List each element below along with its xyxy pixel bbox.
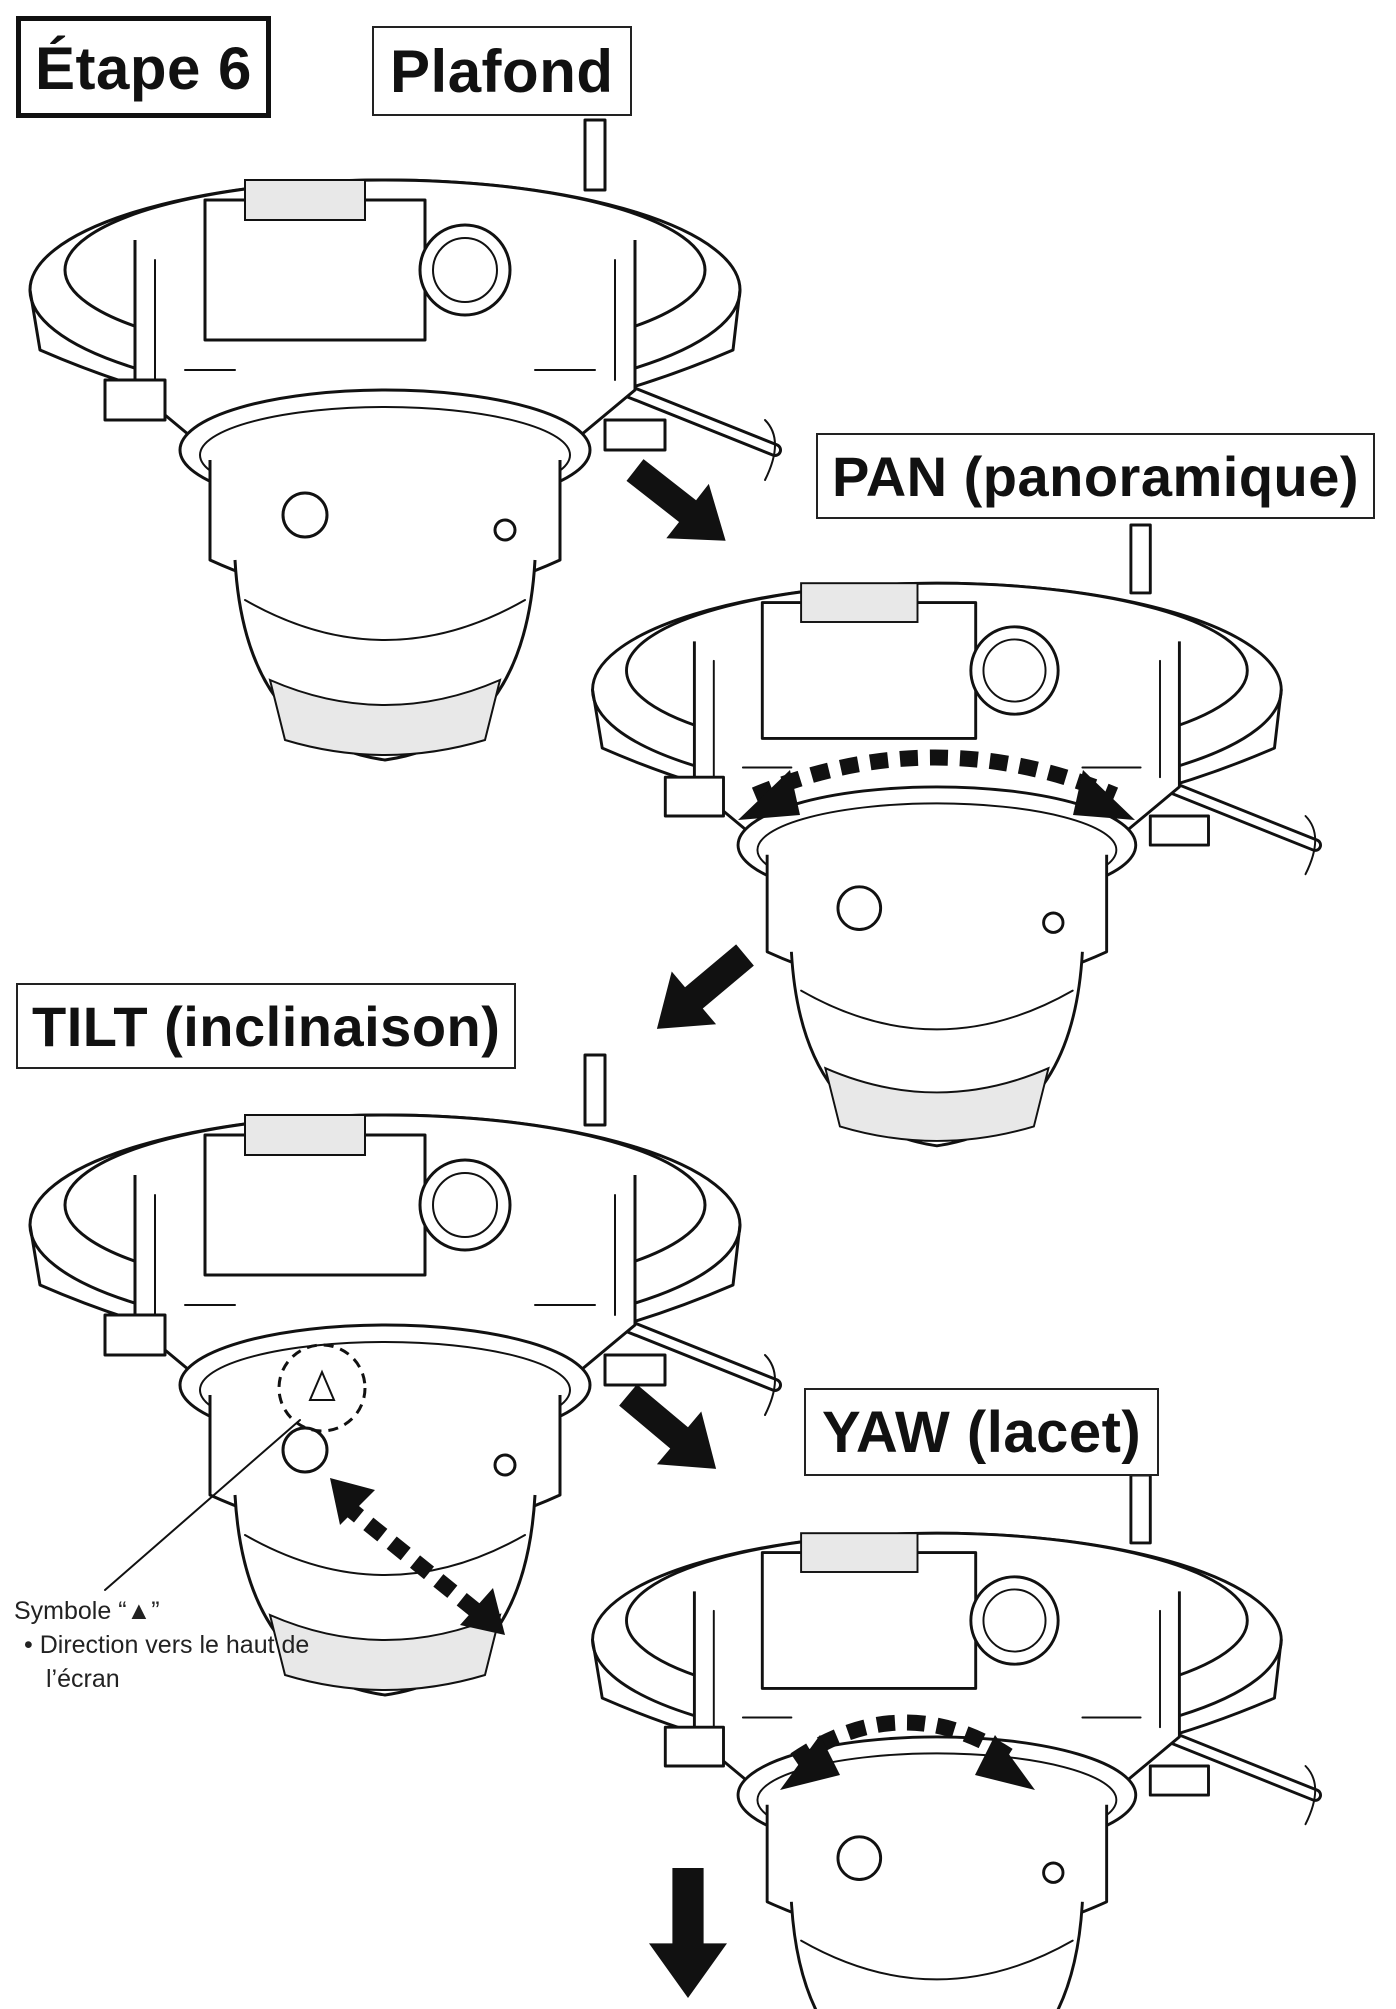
step-label: Étape 6: [16, 16, 271, 118]
symbol-note-line1: • Direction vers le haut de: [14, 1628, 309, 1662]
bullet: •: [24, 1631, 33, 1659]
symbol-note: Symbole “▲” • Direction vers le haut de …: [14, 1594, 309, 1696]
yaw-double-arrow-icon: [780, 1714, 1035, 1790]
tilt-label: TILT (inclinaison): [16, 983, 517, 1069]
pan-label: PAN (panoramique): [816, 433, 1376, 519]
symbol-note-line2: l’écran: [46, 1665, 120, 1693]
tilt-double-arrow-icon: [330, 1478, 505, 1635]
arrow-down-icon: [649, 1868, 727, 1998]
ceiling-label: Plafond: [372, 26, 632, 116]
symbol-note-line1-text: Direction vers le haut de: [39, 1631, 310, 1659]
arrow-down-left-icon: [634, 928, 768, 1056]
arrow-down-right-icon: [605, 1368, 739, 1496]
camera-pan-view: [593, 525, 1316, 1146]
yaw-label: YAW (lacet): [804, 1388, 1160, 1476]
arrow-down-right-icon: [613, 442, 747, 568]
triangle-up-icon: [104, 1343, 367, 1591]
double-arrow-icon: [738, 749, 1135, 820]
symbol-note-title: Symbole “▲”: [14, 1597, 160, 1625]
